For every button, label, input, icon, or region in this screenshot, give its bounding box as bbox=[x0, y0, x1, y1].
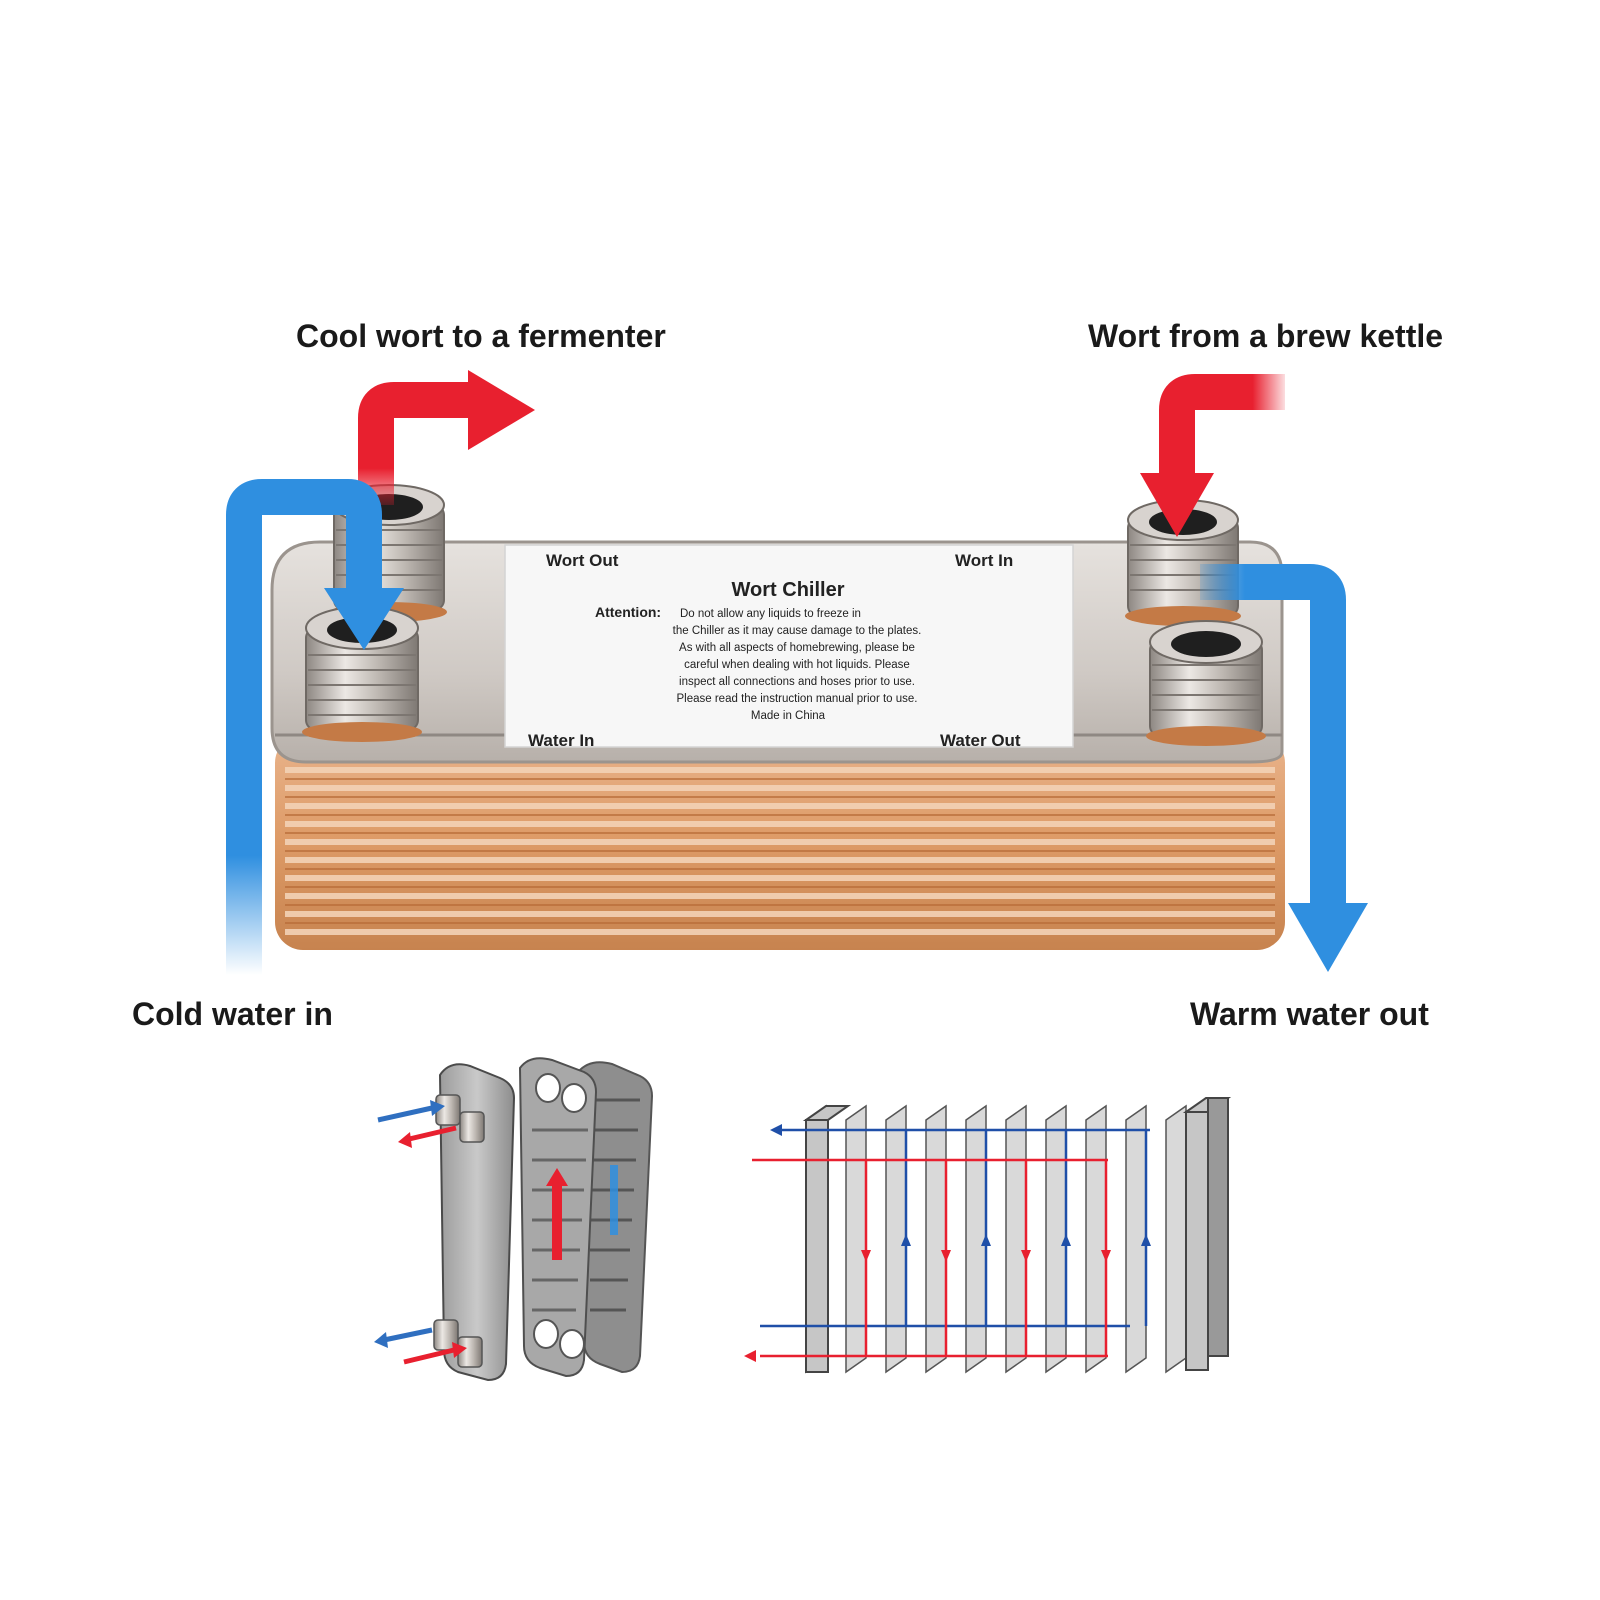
plate-stack-body bbox=[275, 735, 1285, 950]
hot-flow-arrow-in bbox=[1140, 374, 1285, 537]
pipe-fitting-water-out bbox=[1146, 620, 1266, 746]
label-attention-line: Please read the instruction manual prior… bbox=[677, 693, 918, 705]
pipe-fitting-water-in bbox=[302, 606, 422, 742]
label-title: Wort Chiller bbox=[732, 579, 845, 601]
cold-flow-arrow-out bbox=[1200, 564, 1368, 972]
label-wort-out: Wort Out bbox=[546, 551, 619, 570]
label-water-out: Water Out bbox=[940, 731, 1021, 750]
plate-flow-schematic bbox=[744, 1097, 1232, 1374]
callout-cold-water-in: Cold water in bbox=[132, 996, 333, 1032]
hot-flow-arrow-out bbox=[358, 370, 535, 505]
callout-cool-wort: Cool wort to a fermenter bbox=[296, 318, 666, 354]
callout-wort-from-kettle: Wort from a brew kettle bbox=[1088, 318, 1444, 354]
label-attention-line: As with all aspects of homebrewing, plea… bbox=[679, 642, 915, 654]
label-wort-in: Wort In bbox=[955, 551, 1013, 570]
exploded-plate-view bbox=[374, 1057, 654, 1382]
label-attention-line: the Chiller as it may cause damage to th… bbox=[673, 625, 922, 637]
cold-flow-arrow-in bbox=[226, 479, 404, 975]
chiller-label: Wort Out Wort In Wort Chiller Attention:… bbox=[504, 544, 1074, 750]
label-attention-line: inspect all connections and hoses prior … bbox=[679, 676, 915, 688]
label-attention-head: Attention: bbox=[595, 604, 661, 620]
label-made-in: Made in China bbox=[751, 710, 826, 722]
callout-warm-water-out: Warm water out bbox=[1190, 996, 1429, 1032]
label-attention-line: Do not allow any liquids to freeze in bbox=[680, 608, 861, 620]
label-attention-line: careful when dealing with hot liquids. P… bbox=[684, 659, 910, 671]
label-water-in: Water In bbox=[528, 731, 594, 750]
